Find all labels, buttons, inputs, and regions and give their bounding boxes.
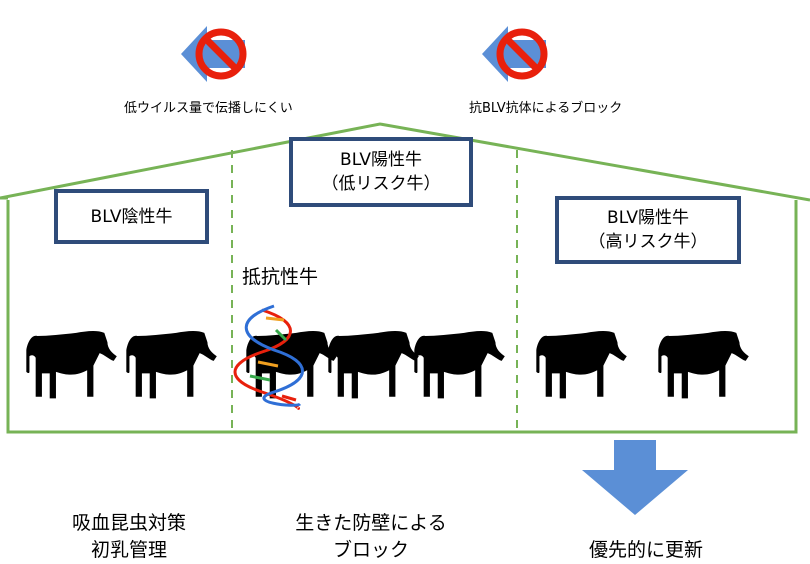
barn-roof xyxy=(0,122,810,202)
box-low-risk-line2: （低リスク牛） xyxy=(321,174,441,194)
caption-left: 吸血昆虫対策 初乳管理 xyxy=(64,510,194,564)
cow-icon xyxy=(536,331,627,399)
box-high-risk-line2: （高リスク牛） xyxy=(588,232,708,252)
caption-right: 優先的に更新 xyxy=(588,539,703,561)
caption-middle-line1: 生きた防壁による xyxy=(295,512,447,534)
box-blv-high-risk: BLV陽性牛 （高リスク牛） xyxy=(555,196,741,264)
caption-middle: 生きた防壁による ブロック xyxy=(287,510,455,564)
cow-icon xyxy=(658,331,749,399)
resistant-cow-label: 抵抗性牛 xyxy=(242,266,319,288)
box-blv-negative: BLV陰性牛 xyxy=(54,189,209,244)
box-low-risk-line1: BLV陽性牛 xyxy=(340,150,422,170)
box-blv-low-risk: BLV陽性牛 （低リスク牛） xyxy=(289,137,473,207)
cow-icon xyxy=(126,331,217,399)
dna-helix-icon xyxy=(233,304,304,410)
cow-icon xyxy=(26,331,117,399)
prohibited-arrow-left-icon-2 xyxy=(482,26,548,82)
prohibited-arrow-left-icon xyxy=(181,26,247,82)
cow-icon xyxy=(414,331,505,399)
box-blv-negative-label: BLV陰性牛 xyxy=(90,206,173,227)
note-low-virus: 低ウイルス量で伝播しにくい xyxy=(124,101,293,116)
barn-roof-wall xyxy=(6,200,798,434)
cow-icon xyxy=(246,331,337,399)
arrow-down-icon xyxy=(582,440,688,515)
caption-middle-line2: ブロック xyxy=(332,539,409,561)
box-high-risk-line1: BLV陽性牛 xyxy=(607,208,689,228)
caption-left-line1: 吸血昆虫対策 xyxy=(71,512,186,534)
cow-icon xyxy=(328,331,419,399)
note-antibody-block: 抗BLV抗体によるブロック xyxy=(469,101,623,116)
caption-left-line2: 初乳管理 xyxy=(90,539,167,561)
